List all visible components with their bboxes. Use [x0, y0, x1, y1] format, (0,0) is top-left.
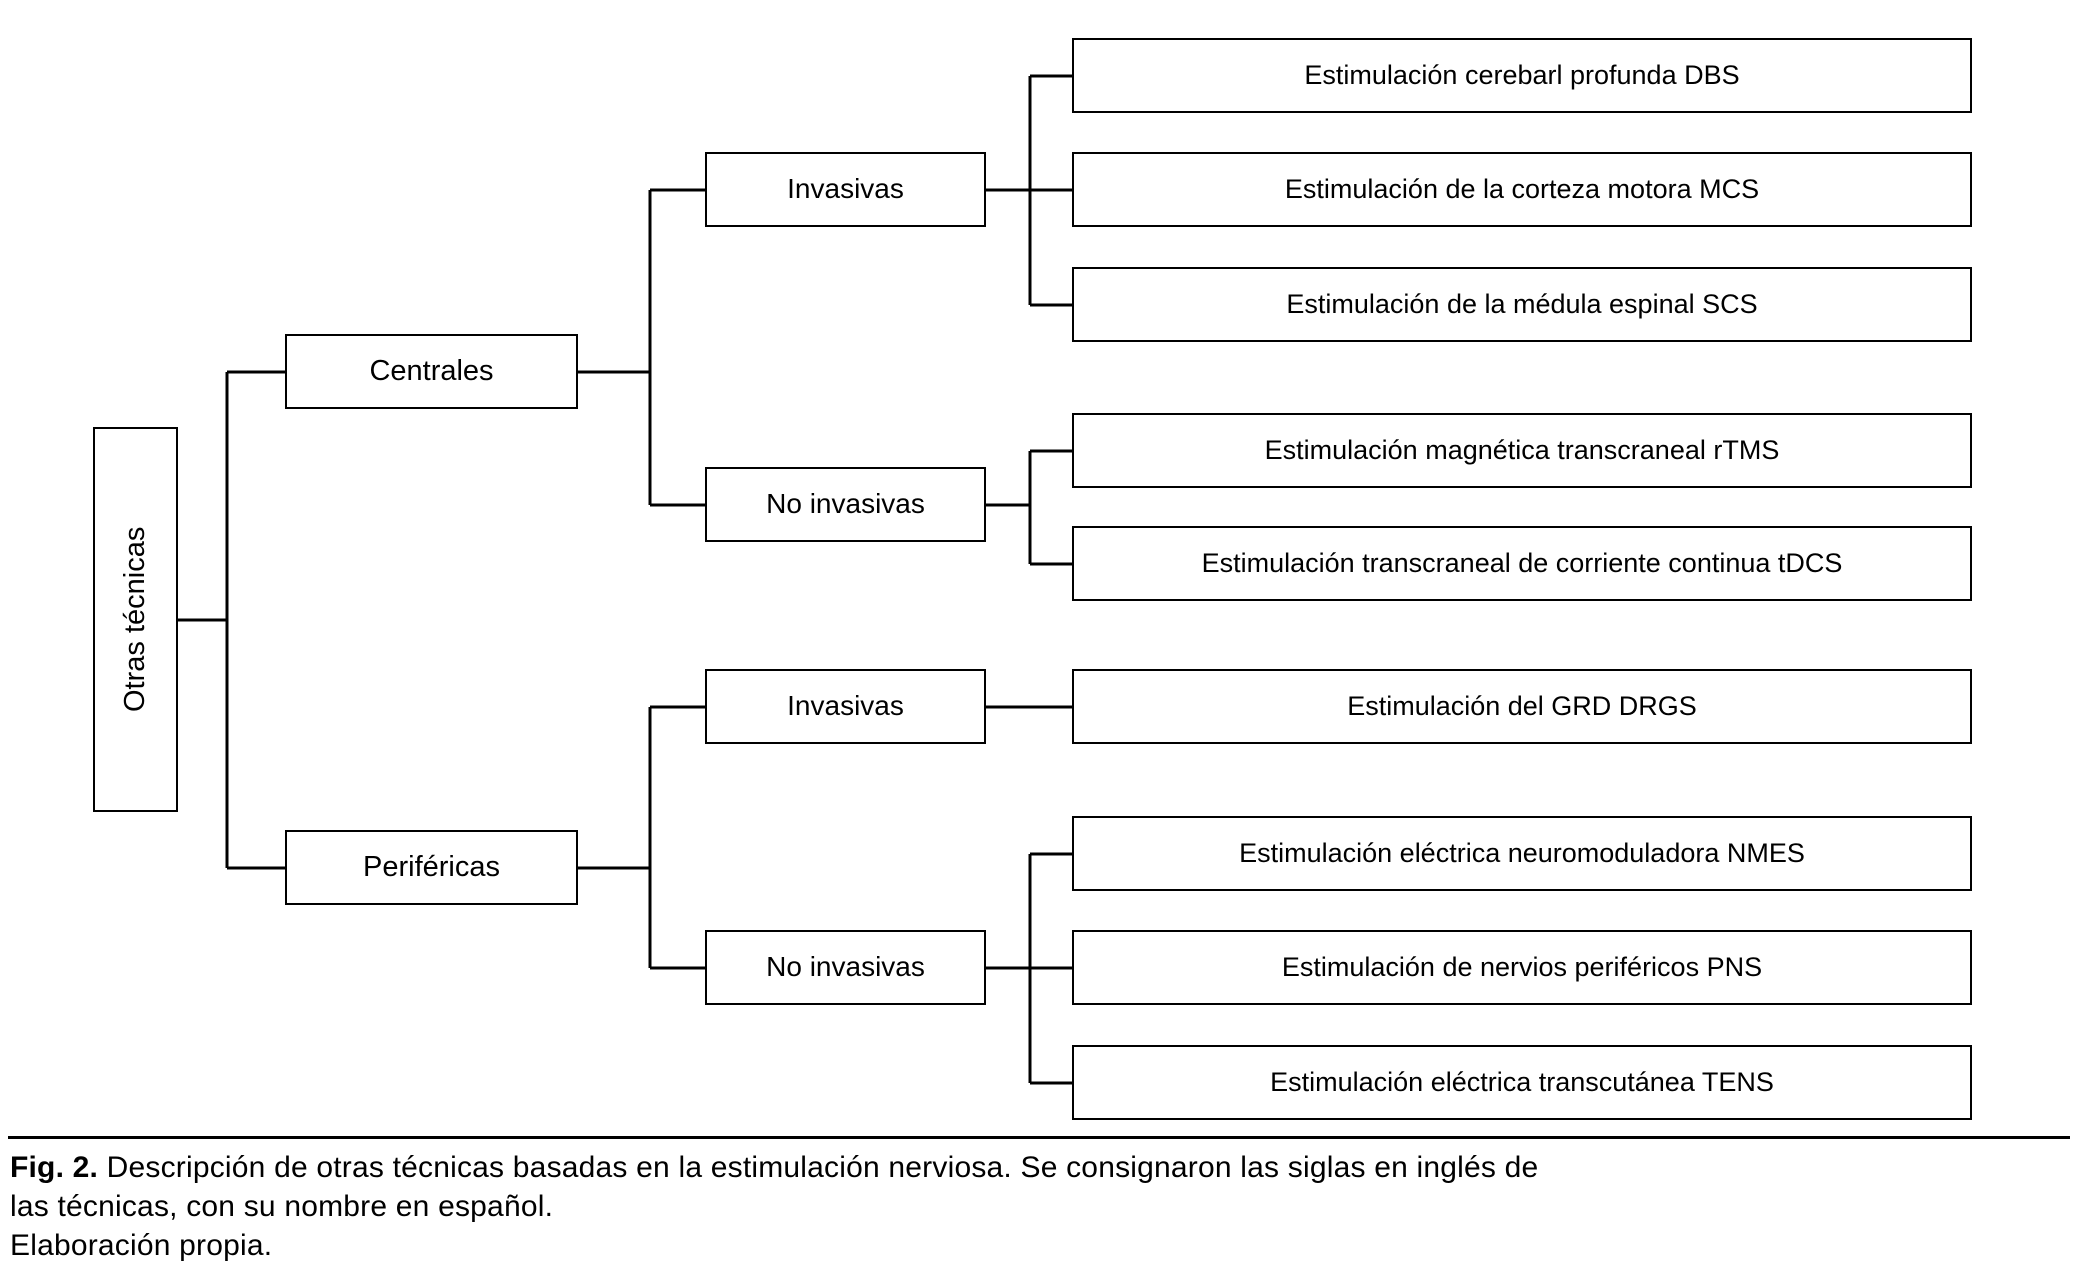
node-centrales-invasivas[interactable]: Invasivas: [705, 152, 986, 227]
figure-number: Fig. 2.: [10, 1151, 99, 1184]
leaf-nmes[interactable]: Estimulación eléctrica neuromoduladora N…: [1072, 816, 1972, 891]
leaf-dbs[interactable]: Estimulación cerebarl profunda DBS: [1072, 38, 1972, 113]
caption-line-2: las técnicas, con su nombre en español.: [10, 1190, 554, 1223]
leaf-tdcs[interactable]: Estimulación transcraneal de corriente c…: [1072, 526, 1972, 601]
node-centrales-no-invasivas[interactable]: No invasivas: [705, 467, 986, 542]
leaf-mcs[interactable]: Estimulación de la corteza motora MCS: [1072, 152, 1972, 227]
caption-divider: [8, 1136, 2070, 1139]
leaf-tens[interactable]: Estimulación eléctrica transcutánea TENS: [1072, 1045, 1972, 1120]
leaf-scs[interactable]: Estimulación de la médula espinal SCS: [1072, 267, 1972, 342]
leaf-rtms[interactable]: Estimulación magnética transcraneal rTMS: [1072, 413, 1972, 488]
caption-line-3: Elaboración propia.: [10, 1229, 273, 1262]
node-centrales[interactable]: Centrales: [285, 334, 578, 409]
leaf-drgs[interactable]: Estimulación del GRD DRGS: [1072, 669, 1972, 744]
node-root-otras-tecnicas[interactable]: Otras técnicas: [93, 427, 178, 812]
caption-line-1: Descripción de otras técnicas basadas en…: [98, 1151, 1539, 1184]
tree-diagram: Otras técnicas Centrales Periféricas Inv…: [93, 38, 1972, 1120]
leaf-pns[interactable]: Estimulación de nervios periféricos PNS: [1072, 930, 1972, 1005]
node-perifericas-invasivas[interactable]: Invasivas: [705, 669, 986, 744]
node-perifericas[interactable]: Periféricas: [285, 830, 578, 905]
figure-caption: Fig. 2. Descripción de otras técnicas ba…: [10, 1148, 2060, 1265]
node-perifericas-no-invasivas[interactable]: No invasivas: [705, 930, 986, 1005]
